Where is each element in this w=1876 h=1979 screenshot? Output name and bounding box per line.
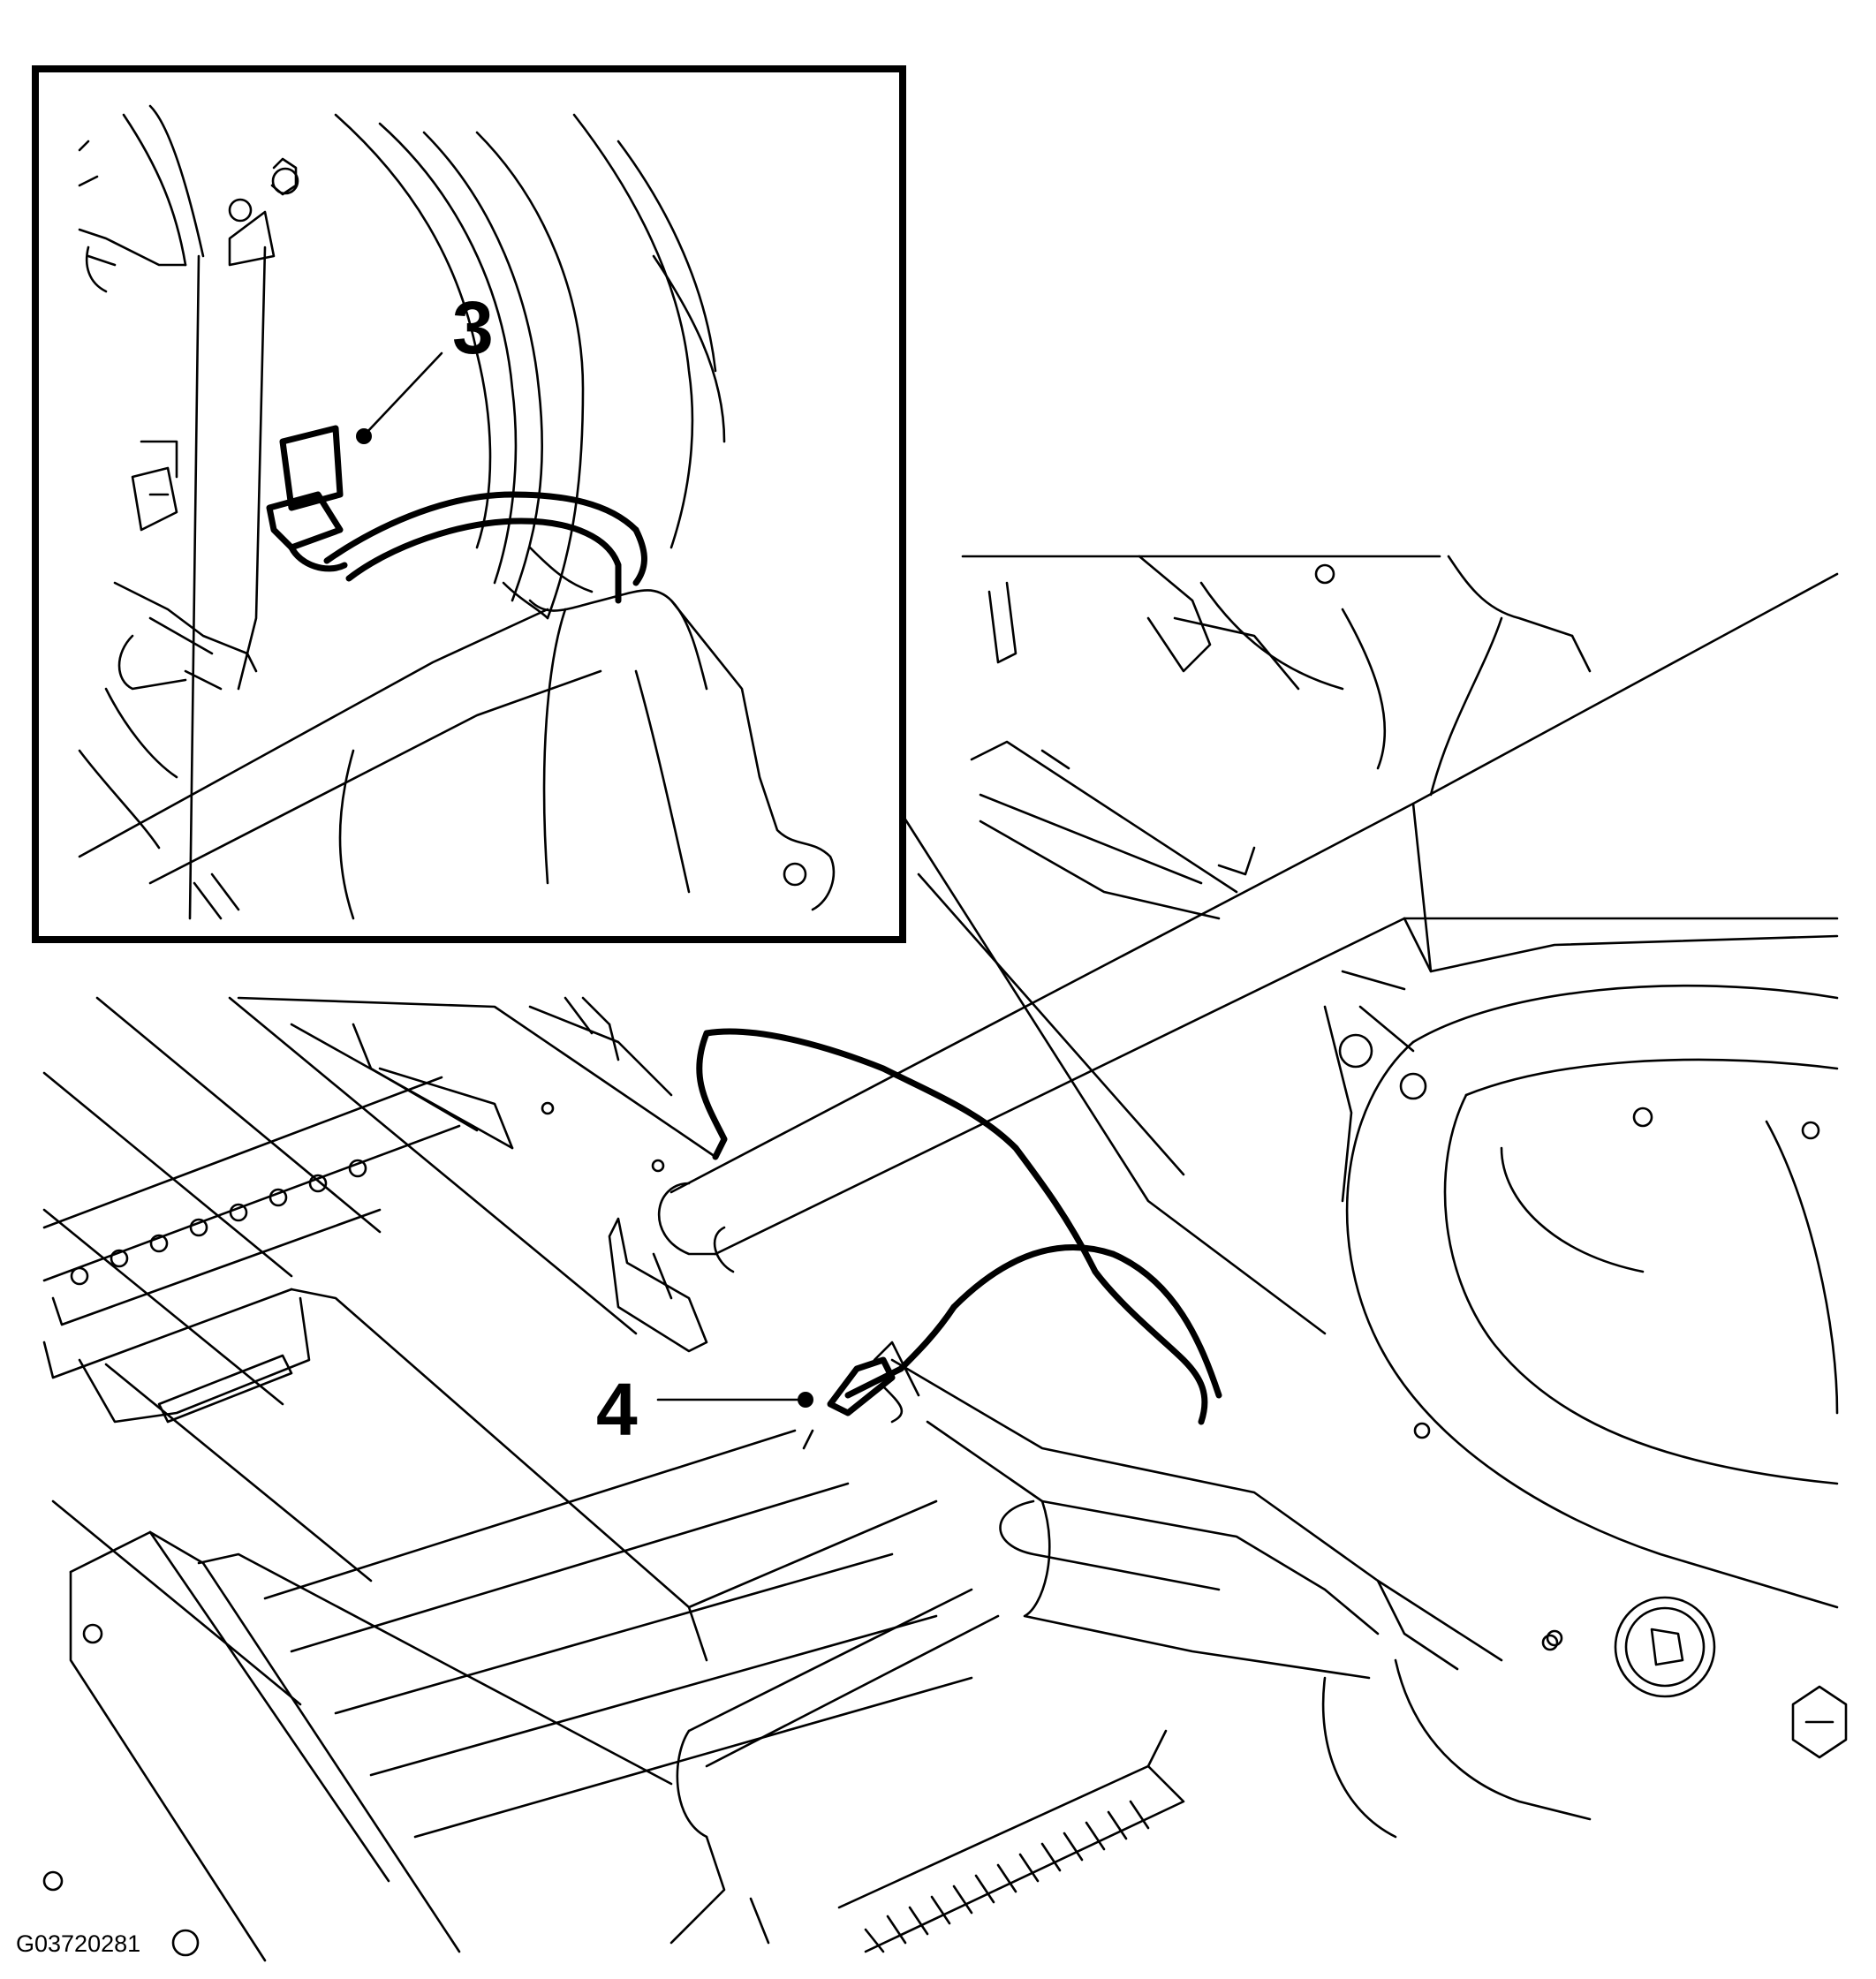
floor-structure-lines bbox=[42, 996, 973, 1839]
callout-3-dot bbox=[356, 428, 372, 444]
figure-id: G03720281 bbox=[16, 1930, 140, 1957]
long-rail bbox=[42, 1076, 461, 1424]
tube-bracket bbox=[608, 1217, 708, 1353]
callout-4-dot bbox=[798, 1392, 813, 1408]
jack-tool bbox=[669, 1588, 1185, 1953]
callout-4-number: 4 bbox=[596, 1368, 638, 1451]
lower-left-blocks bbox=[42, 1288, 938, 1962]
upper-strut bbox=[237, 996, 717, 1173]
zoom-leader-line bbox=[899, 811, 1327, 1335]
crossmember-tube bbox=[657, 572, 1839, 1273]
callout-3-number: 3 bbox=[452, 286, 494, 369]
callout-4: 4 bbox=[596, 1368, 813, 1451]
wheel-speed-sensor bbox=[802, 1341, 920, 1450]
detail-inset: 3 bbox=[32, 65, 906, 943]
lower-right-nut bbox=[1791, 1685, 1848, 1759]
inset-frame bbox=[32, 65, 906, 943]
trailing-arm bbox=[890, 1358, 1716, 1839]
upper-right-parts bbox=[961, 555, 1592, 920]
callout-3: 3 bbox=[356, 286, 494, 444]
sensor-wiring bbox=[696, 1028, 1222, 1425]
hub-assembly bbox=[1323, 970, 1839, 1647]
main-view: 4 bbox=[42, 555, 1848, 1962]
